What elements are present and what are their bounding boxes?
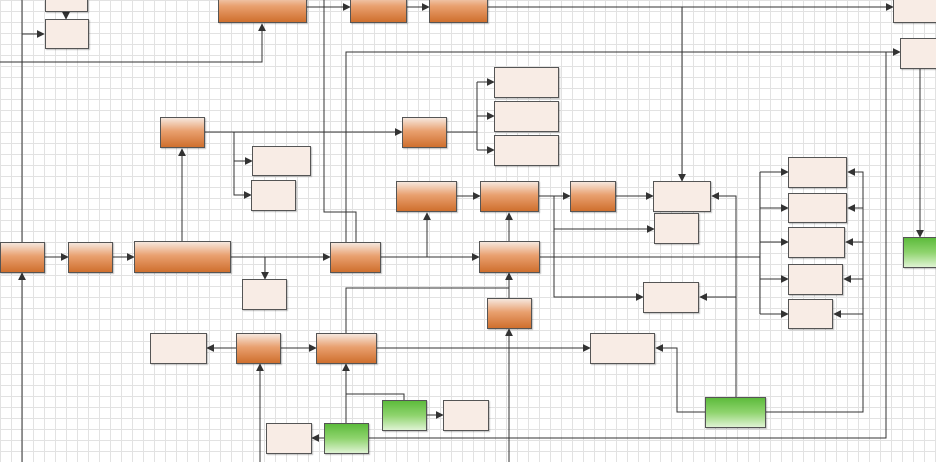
diagram-node[interactable] — [788, 193, 847, 223]
diagram-node[interactable] — [643, 282, 699, 313]
diagram-node[interactable] — [45, 0, 88, 12]
diagram-node[interactable] — [150, 333, 207, 364]
diagram-node[interactable] — [788, 157, 847, 188]
connector — [655, 344, 705, 413]
diagram-node[interactable] — [900, 38, 936, 69]
connector — [766, 168, 864, 413]
diagram-node[interactable] — [396, 181, 457, 212]
diagram-node[interactable] — [324, 423, 369, 454]
connector — [345, 51, 900, 262]
connector — [323, 0, 357, 242]
diagram-node[interactable] — [654, 213, 699, 244]
diagram-node[interactable] — [330, 242, 381, 273]
diagram-node[interactable] — [236, 333, 281, 364]
connector — [916, 61, 936, 238]
diagram-node[interactable] — [402, 117, 447, 148]
diagram-node[interactable] — [653, 181, 711, 212]
diagram-node[interactable] — [893, 0, 936, 23]
diagram-node[interactable] — [705, 397, 766, 428]
diagram-node[interactable] — [479, 241, 540, 273]
diagram-node[interactable] — [480, 181, 539, 212]
diagram-node[interactable] — [0, 242, 45, 273]
diagram-node[interactable] — [788, 227, 845, 258]
connector — [539, 195, 644, 301]
diagram-node[interactable] — [160, 117, 205, 148]
diagram-node[interactable] — [429, 0, 488, 23]
diagram-node[interactable] — [382, 400, 427, 431]
diagram-node[interactable] — [251, 180, 296, 211]
diagram-node[interactable] — [570, 181, 616, 212]
diagram-node[interactable] — [134, 241, 231, 273]
connector — [0, 23, 266, 63]
diagram-node[interactable] — [242, 279, 287, 310]
diagram-node[interactable] — [316, 333, 377, 364]
connector — [345, 287, 509, 333]
connector — [346, 393, 405, 400]
diagram-node[interactable] — [494, 101, 559, 132]
diagram-node[interactable] — [266, 423, 312, 454]
diagram-node[interactable] — [45, 19, 89, 49]
diagram-node[interactable] — [443, 400, 489, 431]
diagram-node[interactable] — [68, 242, 113, 273]
diagram-node[interactable] — [788, 299, 833, 329]
connector — [711, 192, 737, 397]
diagram-node[interactable] — [903, 237, 936, 268]
diagram-node[interactable] — [494, 135, 559, 166]
diagram-node[interactable] — [494, 67, 559, 98]
diagram-node[interactable] — [487, 298, 532, 329]
connector — [369, 52, 887, 439]
diagram-node[interactable] — [218, 0, 307, 23]
diagram-node[interactable] — [350, 0, 407, 23]
diagram-node[interactable] — [788, 264, 843, 295]
connector — [233, 132, 252, 199]
diagram-node[interactable] — [590, 333, 655, 364]
diagram-node[interactable] — [252, 146, 311, 176]
